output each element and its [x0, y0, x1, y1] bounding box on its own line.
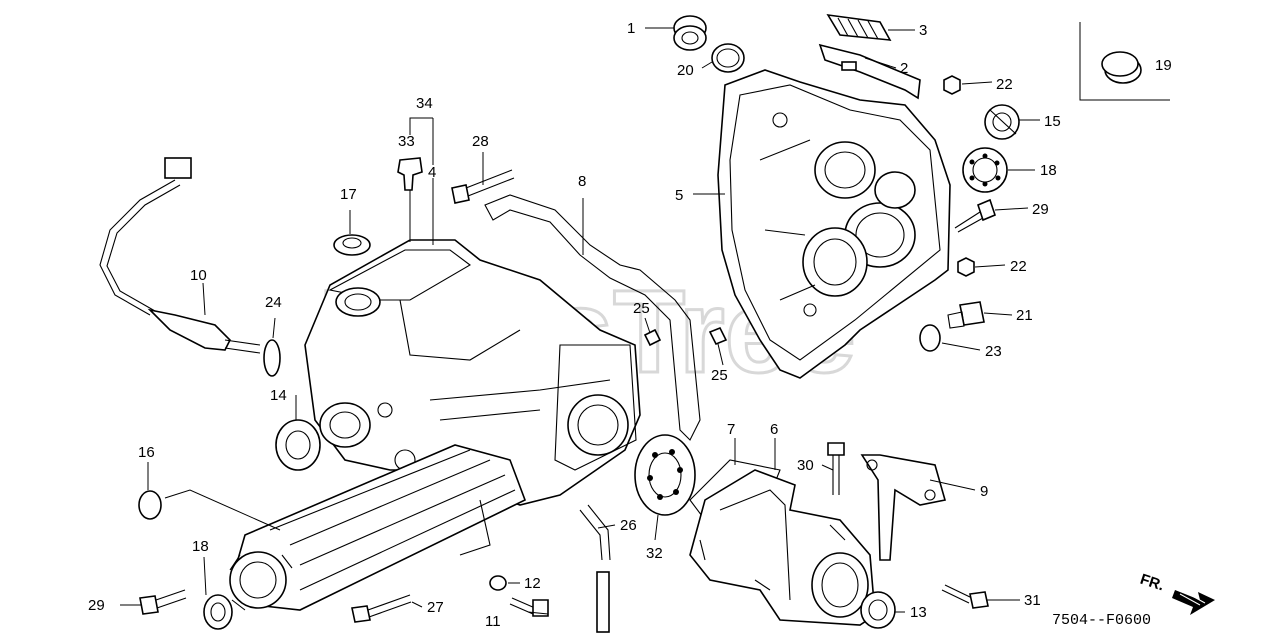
callout-3: 3 [919, 22, 927, 39]
gasket [484, 194, 701, 441]
cap [673, 15, 707, 51]
callout-27: 27 [427, 599, 444, 616]
axle-housing [229, 444, 527, 611]
bolt-29-right [954, 198, 996, 233]
callout-8: 8 [578, 173, 586, 190]
callout-32: 32 [646, 545, 663, 562]
callout-21: 21 [1016, 307, 1033, 324]
callout-18-left: 18 [192, 538, 209, 555]
callout-25-left: 25 [633, 300, 650, 317]
breather-tube [579, 504, 611, 633]
plug-cap [1101, 51, 1142, 84]
callout-11: 11 [485, 613, 501, 630]
callout-10: 10 [190, 267, 207, 284]
callout-12: 12 [524, 575, 541, 592]
o-ring [711, 43, 745, 73]
callout-15: 15 [1044, 113, 1061, 130]
oil-seal-14 [275, 419, 321, 471]
output-housing [689, 469, 876, 626]
callout-31: 31 [1024, 592, 1041, 609]
bolt-30 [827, 442, 845, 495]
callout-29-right: 29 [1032, 201, 1049, 218]
bolt-31 [941, 584, 989, 609]
figure-code: 7504--F0600 [1052, 612, 1151, 629]
callout-30: 30 [797, 457, 814, 474]
bearing-32 [634, 434, 696, 516]
callout-25-right: 25 [711, 367, 728, 384]
callout-19: 19 [1155, 57, 1172, 74]
nut-22-top [943, 75, 961, 95]
bearing-15 [984, 104, 1020, 140]
plug-bolt-21 [947, 301, 985, 329]
callout-28: 28 [472, 133, 489, 150]
callout-33: 33 [398, 133, 415, 150]
callout-34: 34 [416, 95, 433, 112]
bolt-27 [351, 594, 412, 623]
callout-14: 14 [270, 387, 287, 404]
callout-16: 16 [138, 444, 155, 461]
pad [826, 13, 892, 41]
callout-22-mid: 22 [1010, 258, 1027, 275]
callout-5: 5 [675, 187, 683, 204]
transmission-case-left [304, 239, 641, 506]
callout-6: 6 [770, 421, 778, 438]
nut-22-mid [957, 257, 975, 277]
callout-20: 20 [677, 62, 694, 79]
washer-23 [919, 324, 941, 352]
cover-right [717, 69, 951, 379]
callout-7: 7 [727, 421, 735, 438]
callout-9: 9 [980, 483, 988, 500]
callout-18-right: 18 [1040, 162, 1057, 179]
callout-1: 1 [627, 20, 635, 37]
bolt-29-left [139, 589, 187, 615]
callout-22-top: 22 [996, 76, 1013, 93]
bracket-9 [860, 454, 947, 561]
pin-25-left [643, 328, 662, 347]
callout-17: 17 [340, 186, 357, 203]
callout-labels: 1 2 3 4 5 6 7 8 9 10 11 12 13 14 15 16 1… [88, 20, 1172, 630]
callout-13: 13 [910, 604, 927, 621]
bolt-11 [509, 597, 549, 617]
callout-2: 2 [900, 60, 908, 77]
oil-seal-13 [860, 591, 896, 629]
callout-26: 26 [620, 517, 637, 534]
bolt-28 [451, 169, 515, 204]
callout-23: 23 [985, 343, 1002, 360]
oil-seal-18-left [203, 594, 233, 630]
leader-lines [120, 27, 1040, 615]
callout-29-left: 29 [88, 597, 105, 614]
direction-label: FR. [1138, 571, 1166, 595]
sensor-switch [99, 157, 261, 354]
callout-24: 24 [265, 294, 282, 311]
washer-24 [263, 339, 281, 377]
washer-12 [489, 575, 507, 591]
pin-25-right [708, 326, 728, 346]
washer-16 [138, 490, 162, 520]
breather-33 [397, 157, 423, 191]
front-direction-arrow [1172, 590, 1215, 615]
bearing-18-right [962, 147, 1008, 193]
oil-seal-17 [333, 234, 371, 256]
callout-4: 4 [428, 164, 436, 181]
